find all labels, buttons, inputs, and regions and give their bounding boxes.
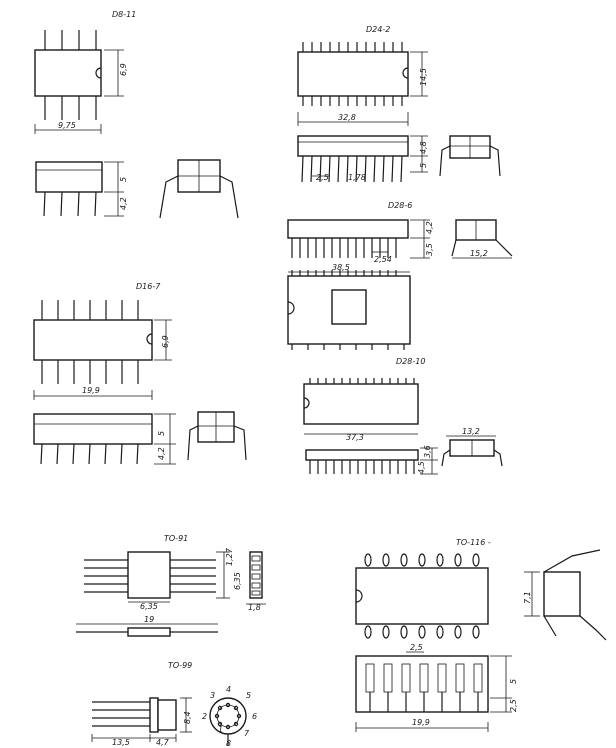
dim-lead: 13,5 bbox=[112, 738, 130, 747]
dim-lead: 4,2 bbox=[119, 197, 128, 210]
side-view bbox=[355, 651, 512, 732]
dim-pitch: 2,5 bbox=[410, 643, 423, 652]
dim-body: 5 bbox=[119, 177, 128, 182]
end-view bbox=[187, 411, 247, 461]
dim-height: 6,9 bbox=[119, 63, 128, 76]
package-label: TO-99 bbox=[168, 661, 192, 670]
top-view bbox=[355, 553, 489, 639]
dim-diameter: 8,4 bbox=[183, 711, 192, 724]
dim-width: 15,2 bbox=[470, 249, 488, 258]
dim-body: 5 bbox=[509, 679, 518, 684]
dim-length: 38,5 bbox=[332, 263, 350, 272]
pin-label: 2 bbox=[202, 712, 207, 721]
package-d24-2: D24-2 bbox=[297, 25, 501, 183]
dim-lead: 4,5 bbox=[417, 461, 426, 474]
dim-length: 19,9 bbox=[412, 718, 430, 727]
package-label: D28-6 bbox=[388, 201, 412, 210]
dim-width: 6,9 bbox=[161, 335, 170, 348]
package-d28-6: D28-6 2,54 4,2 3,5 bbox=[287, 201, 513, 350]
dim-body: 4,2 bbox=[425, 221, 434, 234]
top-view bbox=[33, 300, 172, 400]
end-view bbox=[524, 549, 607, 641]
dim-lead: 5 bbox=[419, 163, 428, 168]
package-label: D16-7 bbox=[136, 282, 161, 291]
dim-length: 37,3 bbox=[346, 433, 364, 442]
dim-length: 19 bbox=[144, 615, 154, 624]
top-view bbox=[84, 551, 230, 603]
dim-width: 13,2 bbox=[462, 427, 480, 436]
side-view bbox=[76, 623, 218, 637]
dim-lead: 2,5 bbox=[509, 699, 518, 712]
dim-length: 32,8 bbox=[338, 113, 356, 122]
end-view bbox=[246, 551, 266, 605]
package-label: D24-2 bbox=[366, 25, 390, 34]
side-view bbox=[305, 447, 438, 475]
side-view bbox=[33, 413, 176, 465]
pin-label: 5 bbox=[246, 691, 251, 700]
dim-body: 3,6 bbox=[423, 445, 432, 458]
top-view bbox=[287, 270, 411, 350]
package-d16-7: D16-7 19,9 6,9 bbox=[33, 282, 247, 465]
pin-label: 1 bbox=[218, 725, 223, 734]
dim-height: 6,35 bbox=[233, 572, 242, 590]
bottom-view bbox=[209, 697, 247, 746]
end-view bbox=[159, 159, 239, 219]
dim-pitch: 2,5 bbox=[316, 173, 329, 182]
end-view bbox=[439, 135, 501, 177]
package-to-99: TO-99 8,4 13,5 4,7 bbox=[91, 661, 257, 748]
dim-width: 6,35 bbox=[140, 602, 158, 611]
end-view bbox=[441, 435, 503, 467]
top-view bbox=[34, 30, 124, 134]
package-to-116: TO-116 - 7,1 bbox=[355, 538, 607, 732]
side-view bbox=[287, 219, 430, 259]
dim-pitch: 1,27 bbox=[225, 547, 234, 566]
top-view bbox=[297, 42, 428, 126]
package-label: TO-116 - bbox=[456, 538, 491, 547]
dim-width: 9,75 bbox=[58, 121, 76, 130]
pin-label: 3 bbox=[210, 691, 215, 700]
package-to-91: TO-91 6,35 1,27 6,35 bbox=[76, 534, 266, 637]
dim-body: 5 bbox=[157, 431, 166, 436]
pin-label: 8 bbox=[226, 739, 231, 748]
package-d28-10: D28-10 37,3 bbox=[303, 357, 503, 475]
dim-end: 1,78 bbox=[348, 173, 366, 182]
pin-label: 4 bbox=[226, 685, 231, 694]
dim-body: 4,8 bbox=[419, 141, 428, 154]
dim-length: 19,9 bbox=[82, 386, 100, 395]
dim-thick: 1,8 bbox=[248, 603, 261, 612]
package-label: TO-91 bbox=[164, 534, 188, 543]
side-view bbox=[297, 135, 428, 183]
dim-body: 4,7 bbox=[156, 738, 170, 747]
end-view bbox=[451, 219, 513, 259]
dim-width: 7,1 bbox=[523, 591, 532, 604]
pin-label: 7 bbox=[244, 729, 250, 738]
dim-width: 14,5 bbox=[419, 68, 428, 86]
top-view bbox=[303, 378, 419, 435]
package-label: D28-10 bbox=[396, 357, 425, 366]
dim-pitch: 2,54 bbox=[374, 255, 392, 264]
package-d8-11: D8-11 9,75 6,9 bbox=[34, 10, 239, 219]
package-label: D8-11 bbox=[112, 10, 136, 19]
side-view bbox=[35, 161, 124, 217]
pin-label: 6 bbox=[252, 712, 257, 721]
dim-lead: 3,5 bbox=[425, 243, 434, 256]
dim-lead: 4,2 bbox=[157, 447, 166, 460]
side-view bbox=[91, 697, 192, 742]
